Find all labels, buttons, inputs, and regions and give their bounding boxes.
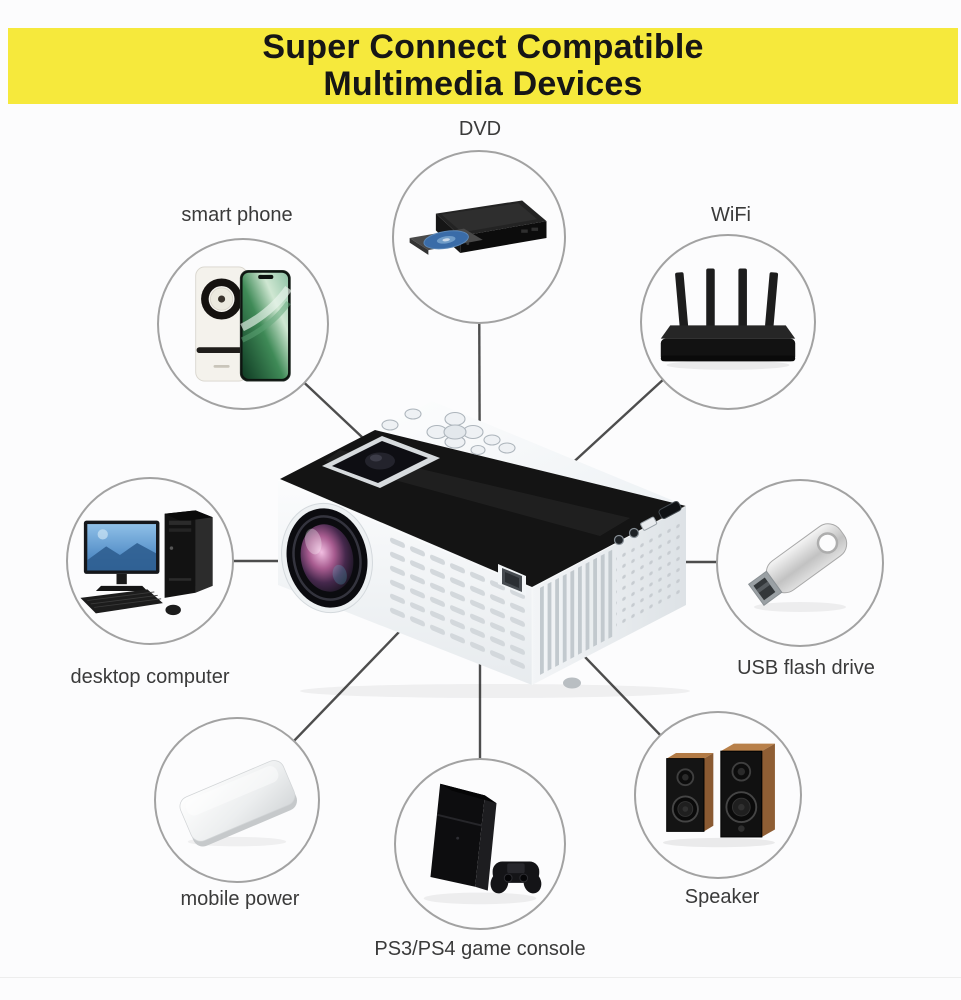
projector-side-vents <box>540 549 613 675</box>
projector-lens <box>281 502 373 614</box>
banner: Super Connect Compatible Multimedia Devi… <box>8 28 958 104</box>
game-console-icon <box>423 783 542 905</box>
speaker-icon <box>662 743 775 848</box>
device-circle-usb <box>716 479 884 647</box>
desktop-computer-icon <box>80 510 213 616</box>
dvd-player-icon <box>409 200 547 255</box>
projector-buttons <box>381 408 516 456</box>
wifi-router-icon <box>660 268 796 370</box>
device-circle-power <box>154 717 320 883</box>
device-label-power: mobile power <box>180 888 300 910</box>
bottom-divider <box>0 977 961 978</box>
device-circle-wifi <box>640 234 816 410</box>
device-circle-desktop <box>66 477 234 645</box>
usb-flash-drive-icon <box>747 523 848 612</box>
power-bank-icon <box>179 760 298 847</box>
device-circle-ps <box>394 758 566 930</box>
device-label-ps: PS3/PS4 game console <box>374 938 586 960</box>
banner-title-line1: Super Connect Compatible <box>262 28 704 66</box>
device-label-dvd: DVD <box>458 118 502 140</box>
smartphone-icon <box>195 266 292 382</box>
device-label-wifi: WiFi <box>711 204 751 226</box>
device-label-speaker: Speaker <box>684 886 760 908</box>
device-circle-phone <box>157 238 329 410</box>
device-label-desktop: desktop computer <box>70 666 230 688</box>
device-circle-speaker <box>634 711 802 879</box>
projector-icon <box>277 401 690 698</box>
device-circle-dvd <box>392 150 566 324</box>
device-label-phone: smart phone <box>181 204 293 226</box>
device-label-usb: USB flash drive <box>737 657 875 679</box>
banner-title-line2: Multimedia Devices <box>323 65 643 103</box>
